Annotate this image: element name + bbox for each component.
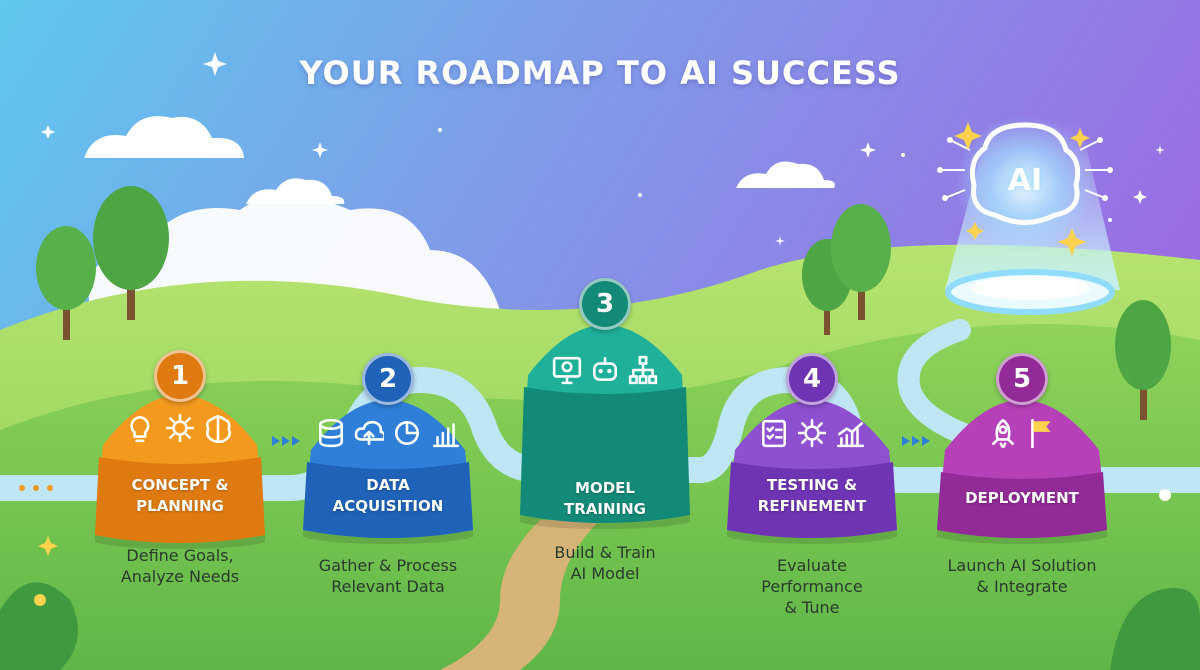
circuit-lines bbox=[940, 139, 1110, 199]
step-label: MODEL TRAINING bbox=[520, 478, 690, 520]
robot-icon bbox=[593, 356, 617, 381]
flag-icon bbox=[1031, 418, 1051, 448]
step-dome bbox=[303, 400, 473, 544]
step-description: Define Goals, Analyze Needs bbox=[85, 545, 275, 587]
bar-chart-icon bbox=[433, 423, 460, 448]
step-description-line: Evaluate bbox=[777, 556, 847, 575]
step-description-line: AI Model bbox=[570, 564, 640, 583]
dome-band bbox=[937, 472, 1107, 538]
pie-chart-icon bbox=[395, 421, 419, 445]
step-label-line: CONCEPT & bbox=[131, 476, 229, 494]
cloud-upload-icon bbox=[354, 420, 384, 445]
step-description-line: Launch AI Solution bbox=[947, 556, 1097, 575]
trend-chart-icon bbox=[836, 422, 865, 448]
ai-badge-text: AI bbox=[1007, 163, 1043, 198]
step-label: TESTING & REFINEMENT bbox=[727, 475, 897, 517]
step-dome bbox=[95, 395, 265, 549]
page-title: YOUR ROADMAP TO AI SUCCESS bbox=[299, 54, 901, 92]
step-description-line: Relevant Data bbox=[331, 577, 445, 596]
brain-icon bbox=[206, 414, 232, 443]
step-dome bbox=[937, 400, 1107, 544]
step-label-line: REFINEMENT bbox=[757, 497, 867, 515]
gears-icon bbox=[165, 413, 195, 443]
step-label-line: TRAINING bbox=[564, 500, 646, 518]
step-number-badge: 3 bbox=[579, 278, 631, 330]
step-description-line: Define Goals, bbox=[126, 546, 234, 565]
flow-arrows bbox=[19, 436, 930, 491]
step-description-line: & Integrate bbox=[976, 577, 1068, 596]
dome-band bbox=[95, 457, 265, 543]
step-label-line: DEPLOYMENT bbox=[965, 489, 1079, 507]
step-label-line: TESTING & bbox=[766, 476, 858, 494]
step-description: Launch AI Solution & Integrate bbox=[917, 555, 1127, 597]
step-label-line: MODEL bbox=[575, 479, 635, 497]
dome-band bbox=[520, 387, 690, 523]
dirt-path bbox=[440, 520, 600, 670]
step-description-line: & Tune bbox=[784, 598, 840, 617]
foliage bbox=[0, 489, 1200, 670]
step-description-line: Performance bbox=[761, 577, 863, 596]
step-label: DEPLOYMENT bbox=[937, 488, 1107, 509]
step-number-badge: 2 bbox=[362, 353, 414, 405]
step-number-badge: 1 bbox=[154, 350, 206, 402]
ai-portal bbox=[937, 115, 1120, 315]
step-dome bbox=[727, 400, 897, 544]
step-number-badge: 4 bbox=[786, 353, 838, 405]
step-label-line: ACQUISITION bbox=[332, 497, 444, 515]
step-label-line: PLANNING bbox=[136, 497, 224, 515]
monitor-icon bbox=[552, 356, 582, 385]
step-description-line: Analyze Needs bbox=[120, 567, 240, 586]
step-description-line: Gather & Process bbox=[318, 556, 458, 575]
step-label-line: DATA bbox=[366, 476, 410, 494]
step-description-line: Build & Train bbox=[554, 543, 656, 562]
step-label: CONCEPT & PLANNING bbox=[95, 475, 265, 517]
step-dome bbox=[520, 325, 690, 529]
stars bbox=[41, 52, 1165, 246]
stream-upper bbox=[897, 319, 991, 451]
network-icon bbox=[628, 355, 658, 385]
step-number-badge: 5 bbox=[996, 353, 1048, 405]
step-description: Build & Train AI Model bbox=[515, 542, 695, 584]
rocket-icon bbox=[992, 418, 1014, 448]
dome-band bbox=[303, 462, 473, 538]
step-label: DATA ACQUISITION bbox=[303, 475, 473, 517]
checklist-icon bbox=[762, 419, 786, 448]
dome-band bbox=[727, 462, 897, 538]
gears-icon bbox=[797, 418, 827, 448]
database-icon bbox=[319, 418, 343, 448]
clouds bbox=[84, 116, 835, 310]
lightbulb-icon bbox=[130, 416, 150, 443]
trees bbox=[36, 186, 1171, 420]
